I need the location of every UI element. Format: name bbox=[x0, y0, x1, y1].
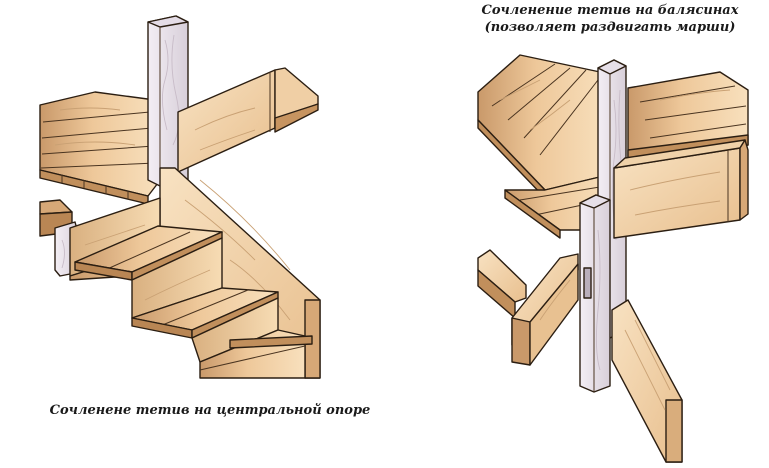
left-step-1 bbox=[69, 197, 223, 281]
right-lower-stringer bbox=[611, 299, 683, 463]
left-step-3 bbox=[191, 297, 313, 379]
caption-baluster-joint-title: Сочленение тетив на балясинах bbox=[481, 3, 739, 18]
left-central-support-assembly bbox=[39, 15, 321, 379]
left-upper-stringer bbox=[177, 67, 319, 173]
right-short-baluster bbox=[579, 194, 611, 393]
right-left-lower-boards bbox=[477, 249, 579, 366]
caption-baluster-joint-note: (позволяет раздвигать марши) bbox=[484, 20, 736, 35]
caption-baluster-joint: Сочленение тетив на балясинах (позволяет… bbox=[455, 2, 765, 36]
left-landing-floor bbox=[39, 91, 159, 237]
left-step-2 bbox=[131, 237, 279, 339]
caption-central-support: Сочленене тетив на центральной опоре bbox=[49, 403, 371, 418]
right-horizontal-stringer bbox=[613, 139, 749, 239]
right-baluster-joint-assembly bbox=[477, 54, 749, 463]
